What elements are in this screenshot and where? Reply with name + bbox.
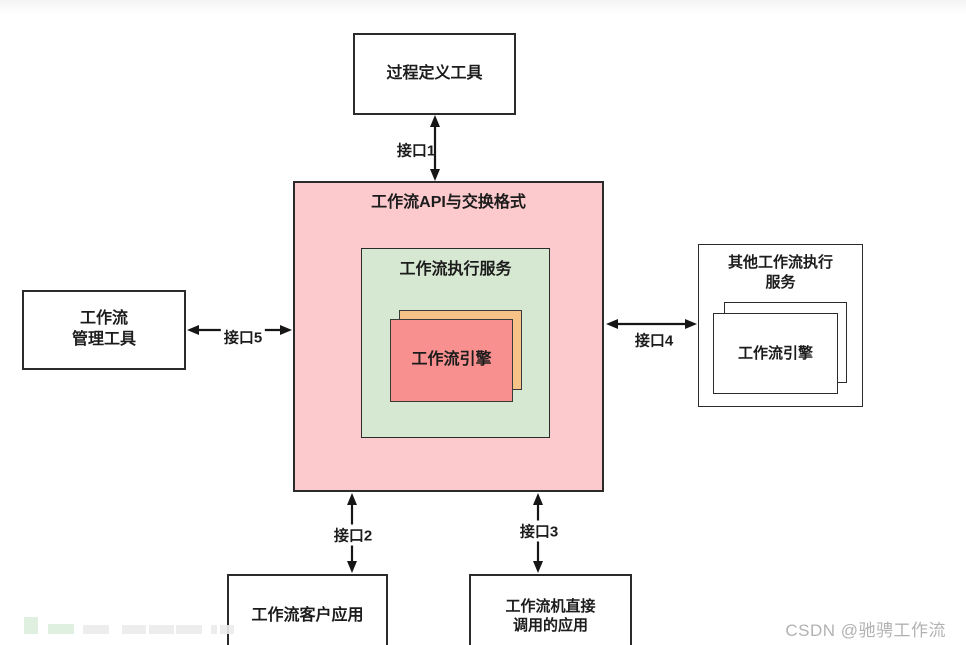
csdn-watermark: CSDN @驰骋工作流 xyxy=(785,621,946,640)
management-tools-label: 工作流 管理工具 xyxy=(71,310,136,348)
interface5-label: 接口5 xyxy=(220,326,266,348)
interface3-label: 接口3 xyxy=(516,520,562,542)
faded-logo-watermark xyxy=(20,612,235,634)
top-fade-strip xyxy=(0,0,966,14)
other-workflow-engine-label: 工作流引擎 xyxy=(737,344,813,362)
other-workflow-engine-box: 工作流引擎 xyxy=(713,313,838,394)
interface4-arrow xyxy=(606,319,697,329)
interface1-label: 接口1 xyxy=(396,142,436,160)
process-definition-tools-label: 过程定义工具 xyxy=(386,64,483,82)
client-application-label: 工作流客户应用 xyxy=(251,606,364,624)
workflow-engine-label: 工作流引擎 xyxy=(411,351,492,369)
workflow-api-title: 工作流API与交换格式 xyxy=(371,194,526,211)
other-execution-service-title: 其他工作流执行 服务 xyxy=(727,254,833,292)
workflow-engine-box: 工作流引擎 xyxy=(390,319,513,402)
client-application-box: 工作流客户应用 xyxy=(227,574,388,645)
execution-service-title: 工作流执行服务 xyxy=(399,261,512,278)
invoked-application-label: 工作流机直接 调用的应用 xyxy=(505,597,596,635)
invoked-application-box: 工作流机直接 调用的应用 xyxy=(469,574,632,645)
interface2-label: 接口2 xyxy=(330,524,376,546)
process-definition-tools-box: 过程定义工具 xyxy=(353,33,516,115)
interface4-label: 接口4 xyxy=(634,332,674,350)
interface1-arrow xyxy=(430,115,440,181)
management-tools-box: 工作流 管理工具 xyxy=(22,290,186,370)
